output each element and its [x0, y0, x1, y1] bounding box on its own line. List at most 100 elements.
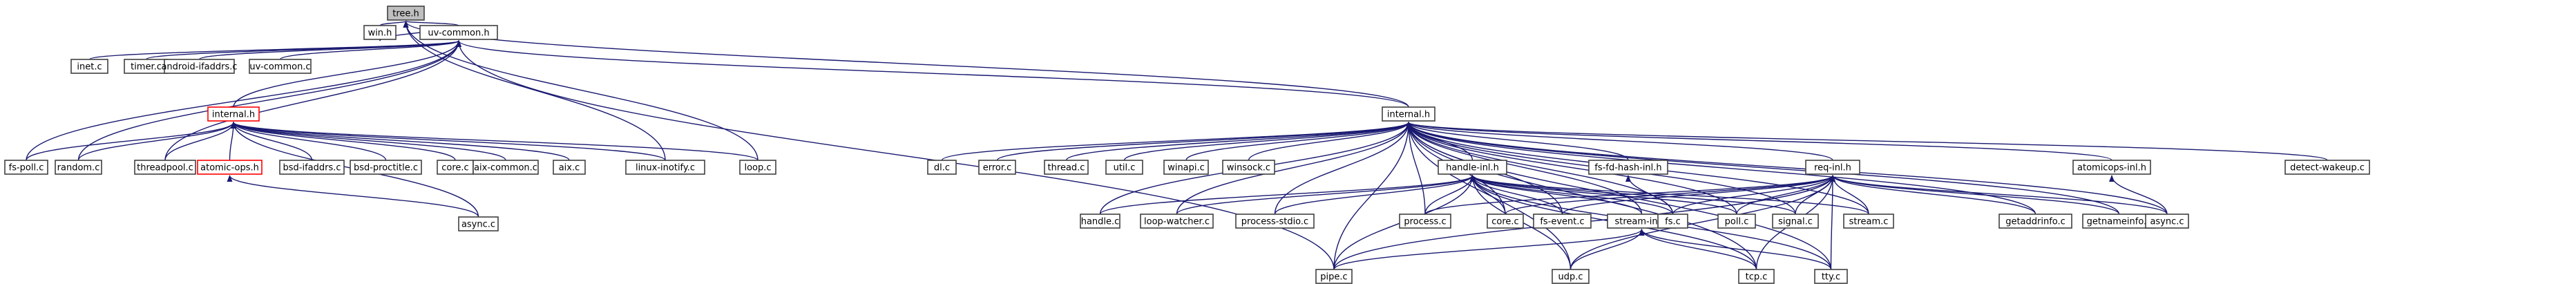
- node-uv-common-c[interactable]: uv-common.c: [249, 59, 312, 74]
- edge-fs_c-to-fs_fd_hash_inl_h: [1625, 175, 1674, 215]
- node-label: stream.c: [1849, 217, 1889, 227]
- node-winsock-c[interactable]: winsock.c: [1222, 160, 1275, 175]
- node-tree-h[interactable]: tree.h: [387, 6, 425, 21]
- node-handle-c[interactable]: handle.c: [1080, 214, 1120, 229]
- node-dl-c[interactable]: dl.c: [927, 160, 957, 175]
- edge-winapi_c-to-internal_h: [1185, 122, 1411, 161]
- edge-tty_c-to-stream_inl_h: [1639, 229, 1832, 270]
- node-label: android-ifaddrs.c: [161, 62, 237, 73]
- node-label: udp.c: [1558, 272, 1583, 283]
- node-process-stdio-c[interactable]: process-stdio.c: [1235, 214, 1315, 229]
- node-uv-common-h[interactable]: uv-common.h: [419, 25, 498, 40]
- node-box: [1717, 214, 1756, 229]
- edge-req_inl_h-to-internal_h: [1406, 122, 1833, 161]
- node-threadpool-c[interactable]: threadpool.c: [134, 160, 196, 175]
- node-label: async.c: [461, 220, 495, 230]
- node-android-ifaddrs-c[interactable]: android-ifaddrs.c: [161, 59, 238, 74]
- node-box: [164, 59, 235, 74]
- node-tty-c[interactable]: tty.c: [1814, 269, 1848, 284]
- edge-fs_event_c-to-handle_inl_h: [1469, 175, 1563, 215]
- edge-loop_c-to-internal_h_unix: [231, 122, 759, 161]
- node-udp-c[interactable]: udp.c: [1552, 269, 1590, 284]
- node-box: [1588, 160, 1668, 175]
- node-inet-c[interactable]: inet.c: [70, 59, 108, 74]
- node-getaddrinfo-c[interactable]: getaddrinfo.c: [1998, 214, 2072, 229]
- edge-udp_c-to-req_inl_h: [1570, 175, 1835, 270]
- node-atomic-ops-h[interactable]: atomic-ops.h: [197, 160, 263, 175]
- edge-pipe_c-to-uv_common_h: [456, 40, 1335, 270]
- edge-layer: [26, 21, 2328, 270]
- node-core-c[interactable]: core.c: [1487, 214, 1524, 229]
- node-box: [279, 160, 345, 175]
- node-label: tree.h: [392, 9, 419, 19]
- edge-linux_inotify_c-to-tree_h: [403, 21, 666, 161]
- node-label: handle.c: [1081, 217, 1120, 227]
- edge-getaddrinfo_c-to-internal_h: [1406, 122, 2036, 215]
- node-stream-c[interactable]: stream.c: [1843, 214, 1894, 229]
- edge-getnameinfo_c-to-req_inl_h: [1830, 175, 2120, 215]
- node-box: [2072, 160, 2151, 175]
- node-poll-c[interactable]: poll.c: [1717, 214, 1756, 229]
- node-util-c[interactable]: util.c: [1105, 160, 1143, 175]
- edge-poll_c-to-handle_inl_h: [1469, 175, 1737, 215]
- node-label: loop-watcher.c: [1144, 217, 1210, 227]
- edge-aix_c-to-internal_h_unix: [231, 122, 570, 161]
- node-winapi-c[interactable]: winapi.c: [1163, 160, 1209, 175]
- node-box: [363, 25, 397, 40]
- node-internal-h[interactable]: internal.h: [1382, 106, 1435, 122]
- node-random-c[interactable]: random.c: [55, 160, 102, 175]
- node-internal-h-unix[interactable]: internal.h: [207, 106, 260, 122]
- node-label: thread.c: [1048, 163, 1085, 173]
- node-fs-c[interactable]: fs.c: [1657, 214, 1688, 229]
- edge-bsd_ifaddrs_c-to-internal_h_unix: [231, 122, 313, 161]
- node-box: [197, 160, 263, 175]
- node-box: [350, 160, 422, 175]
- node-async-c-unix[interactable]: async.c: [458, 216, 499, 231]
- node-req-inl-h[interactable]: req-inl.h: [1805, 160, 1860, 175]
- node-win-h[interactable]: win.h: [363, 25, 397, 40]
- node-getnameinfo-c[interactable]: getnameinfo.c: [2082, 214, 2156, 229]
- node-atomicops-inl-h[interactable]: atomicops-inl.h: [2072, 160, 2151, 175]
- edge-core_c_unix-to-internal_h_unix: [231, 122, 456, 161]
- node-label: loop.c: [744, 163, 771, 173]
- edge-fs_poll_c-to-uv_common_h: [26, 40, 461, 161]
- node-layer: tree.h win.h uv-common.h internal.h internal…: [4, 6, 2370, 284]
- node-label: internal.h: [1387, 110, 1430, 120]
- node-process-c[interactable]: process.c: [1399, 214, 1451, 229]
- node-fs-poll-c[interactable]: fs-poll.c: [4, 160, 48, 175]
- node-box: [473, 160, 539, 175]
- node-handle-inl-h[interactable]: handle-inl.h: [1438, 160, 1507, 175]
- node-label: fs-poll.c: [9, 163, 44, 173]
- edge-internal_h_unix-to-uv_common_h: [233, 40, 461, 108]
- node-fs-event-c[interactable]: fs-event.c: [1533, 214, 1592, 229]
- node-signal-c[interactable]: signal.c: [1772, 214, 1819, 229]
- node-fs-fd-hash-inl-h[interactable]: fs-fd-hash-inl.h: [1588, 160, 1668, 175]
- node-linux-inotify-c[interactable]: linux-inotify.c: [625, 160, 705, 175]
- node-bsd-ifaddrs-c[interactable]: bsd-ifaddrs.c: [279, 160, 345, 175]
- node-aix-c[interactable]: aix.c: [553, 160, 586, 175]
- node-thread-c[interactable]: thread.c: [1044, 160, 1089, 175]
- edge-random_c-to-uv_common_h: [77, 40, 461, 161]
- node-box: [1044, 160, 1089, 175]
- edge-util_c-to-internal_h: [1123, 122, 1411, 161]
- node-box: [4, 160, 48, 175]
- node-loop-watcher-c[interactable]: loop-watcher.c: [1140, 214, 1214, 229]
- edge-loop_watcher_c-to-handle_inl_h: [1176, 175, 1476, 215]
- node-bsd-proctitle-c[interactable]: bsd-proctitle.c: [350, 160, 422, 175]
- node-async-c[interactable]: async.c: [2145, 214, 2189, 229]
- edge-getnameinfo_c-to-internal_h: [1406, 122, 2120, 215]
- node-label: random.c: [57, 163, 100, 173]
- node-tcp-c[interactable]: tcp.c: [1738, 269, 1775, 284]
- node-box: [1105, 160, 1143, 175]
- node-error-c[interactable]: error.c: [978, 160, 1016, 175]
- node-label: fs-fd-hash-inl.h: [1594, 163, 1661, 173]
- node-core-c-unix[interactable]: core.c: [437, 160, 474, 175]
- node-pipe-c[interactable]: pipe.c: [1315, 269, 1353, 284]
- node-aix-common-c[interactable]: aix-common.c: [473, 160, 539, 175]
- node-label: stream-inl.h: [1614, 217, 1668, 227]
- node-detect-wakeup-c[interactable]: detect-wakeup.c: [2284, 160, 2370, 175]
- node-box: [1315, 269, 1353, 284]
- node-loop-c[interactable]: loop.c: [739, 160, 776, 175]
- edge-aix_common_c-to-internal_h_unix: [231, 122, 506, 161]
